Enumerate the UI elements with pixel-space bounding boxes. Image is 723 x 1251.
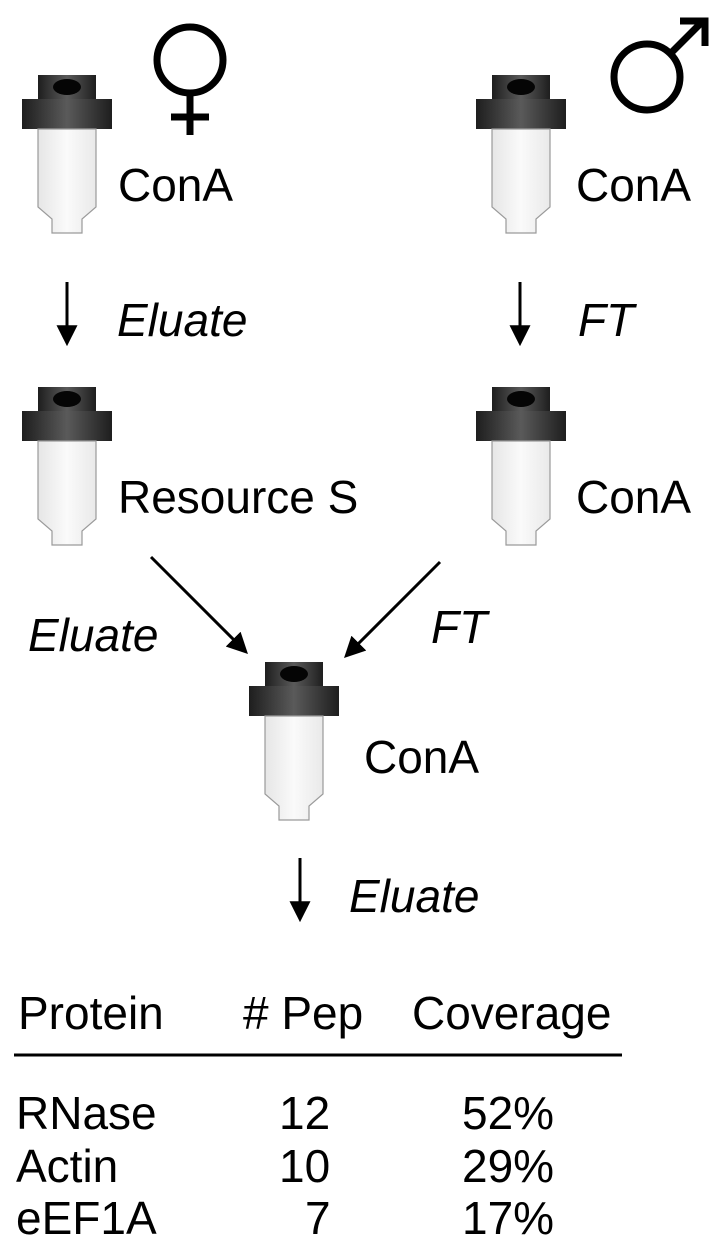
header-coverage: Coverage — [412, 987, 612, 1039]
cell-pep: 12 — [279, 1087, 331, 1139]
right-merge-label: FT — [431, 601, 488, 653]
arrow-left-diagonal — [149, 555, 248, 654]
cell-pep: 10 — [279, 1140, 331, 1192]
cell-protein: eEF1A — [16, 1192, 157, 1244]
column-left-1 — [22, 75, 112, 234]
left-step-label: Eluate — [117, 294, 248, 346]
right-step-label: FT — [578, 294, 635, 346]
right-column-1-label: ConA — [576, 159, 692, 211]
left-column-1-label: ConA — [118, 159, 234, 211]
column-left-2 — [22, 387, 112, 546]
final-column-label: ConA — [364, 731, 480, 783]
right-column-2-label: ConA — [576, 471, 692, 523]
cell-coverage: 17% — [462, 1192, 555, 1244]
cell-coverage: 29% — [462, 1140, 555, 1192]
female-symbol-icon — [153, 23, 227, 135]
cell-protein: Actin — [16, 1140, 119, 1192]
final-step-label: Eluate — [349, 870, 480, 922]
cell-protein: RNase — [16, 1087, 157, 1139]
header-protein: Protein — [18, 987, 164, 1039]
column-right-1 — [476, 75, 566, 234]
cell-coverage: 52% — [462, 1087, 555, 1139]
column-final — [249, 662, 339, 821]
left-column-2-label: Resource S — [118, 471, 359, 523]
male-symbol-icon — [610, 17, 709, 114]
left-merge-label: Eluate — [28, 609, 159, 661]
column-right-2 — [476, 387, 566, 546]
cell-pep: 7 — [305, 1192, 331, 1244]
arrow-right-diagonal — [344, 560, 442, 658]
header-pep: # Pep — [243, 987, 364, 1039]
